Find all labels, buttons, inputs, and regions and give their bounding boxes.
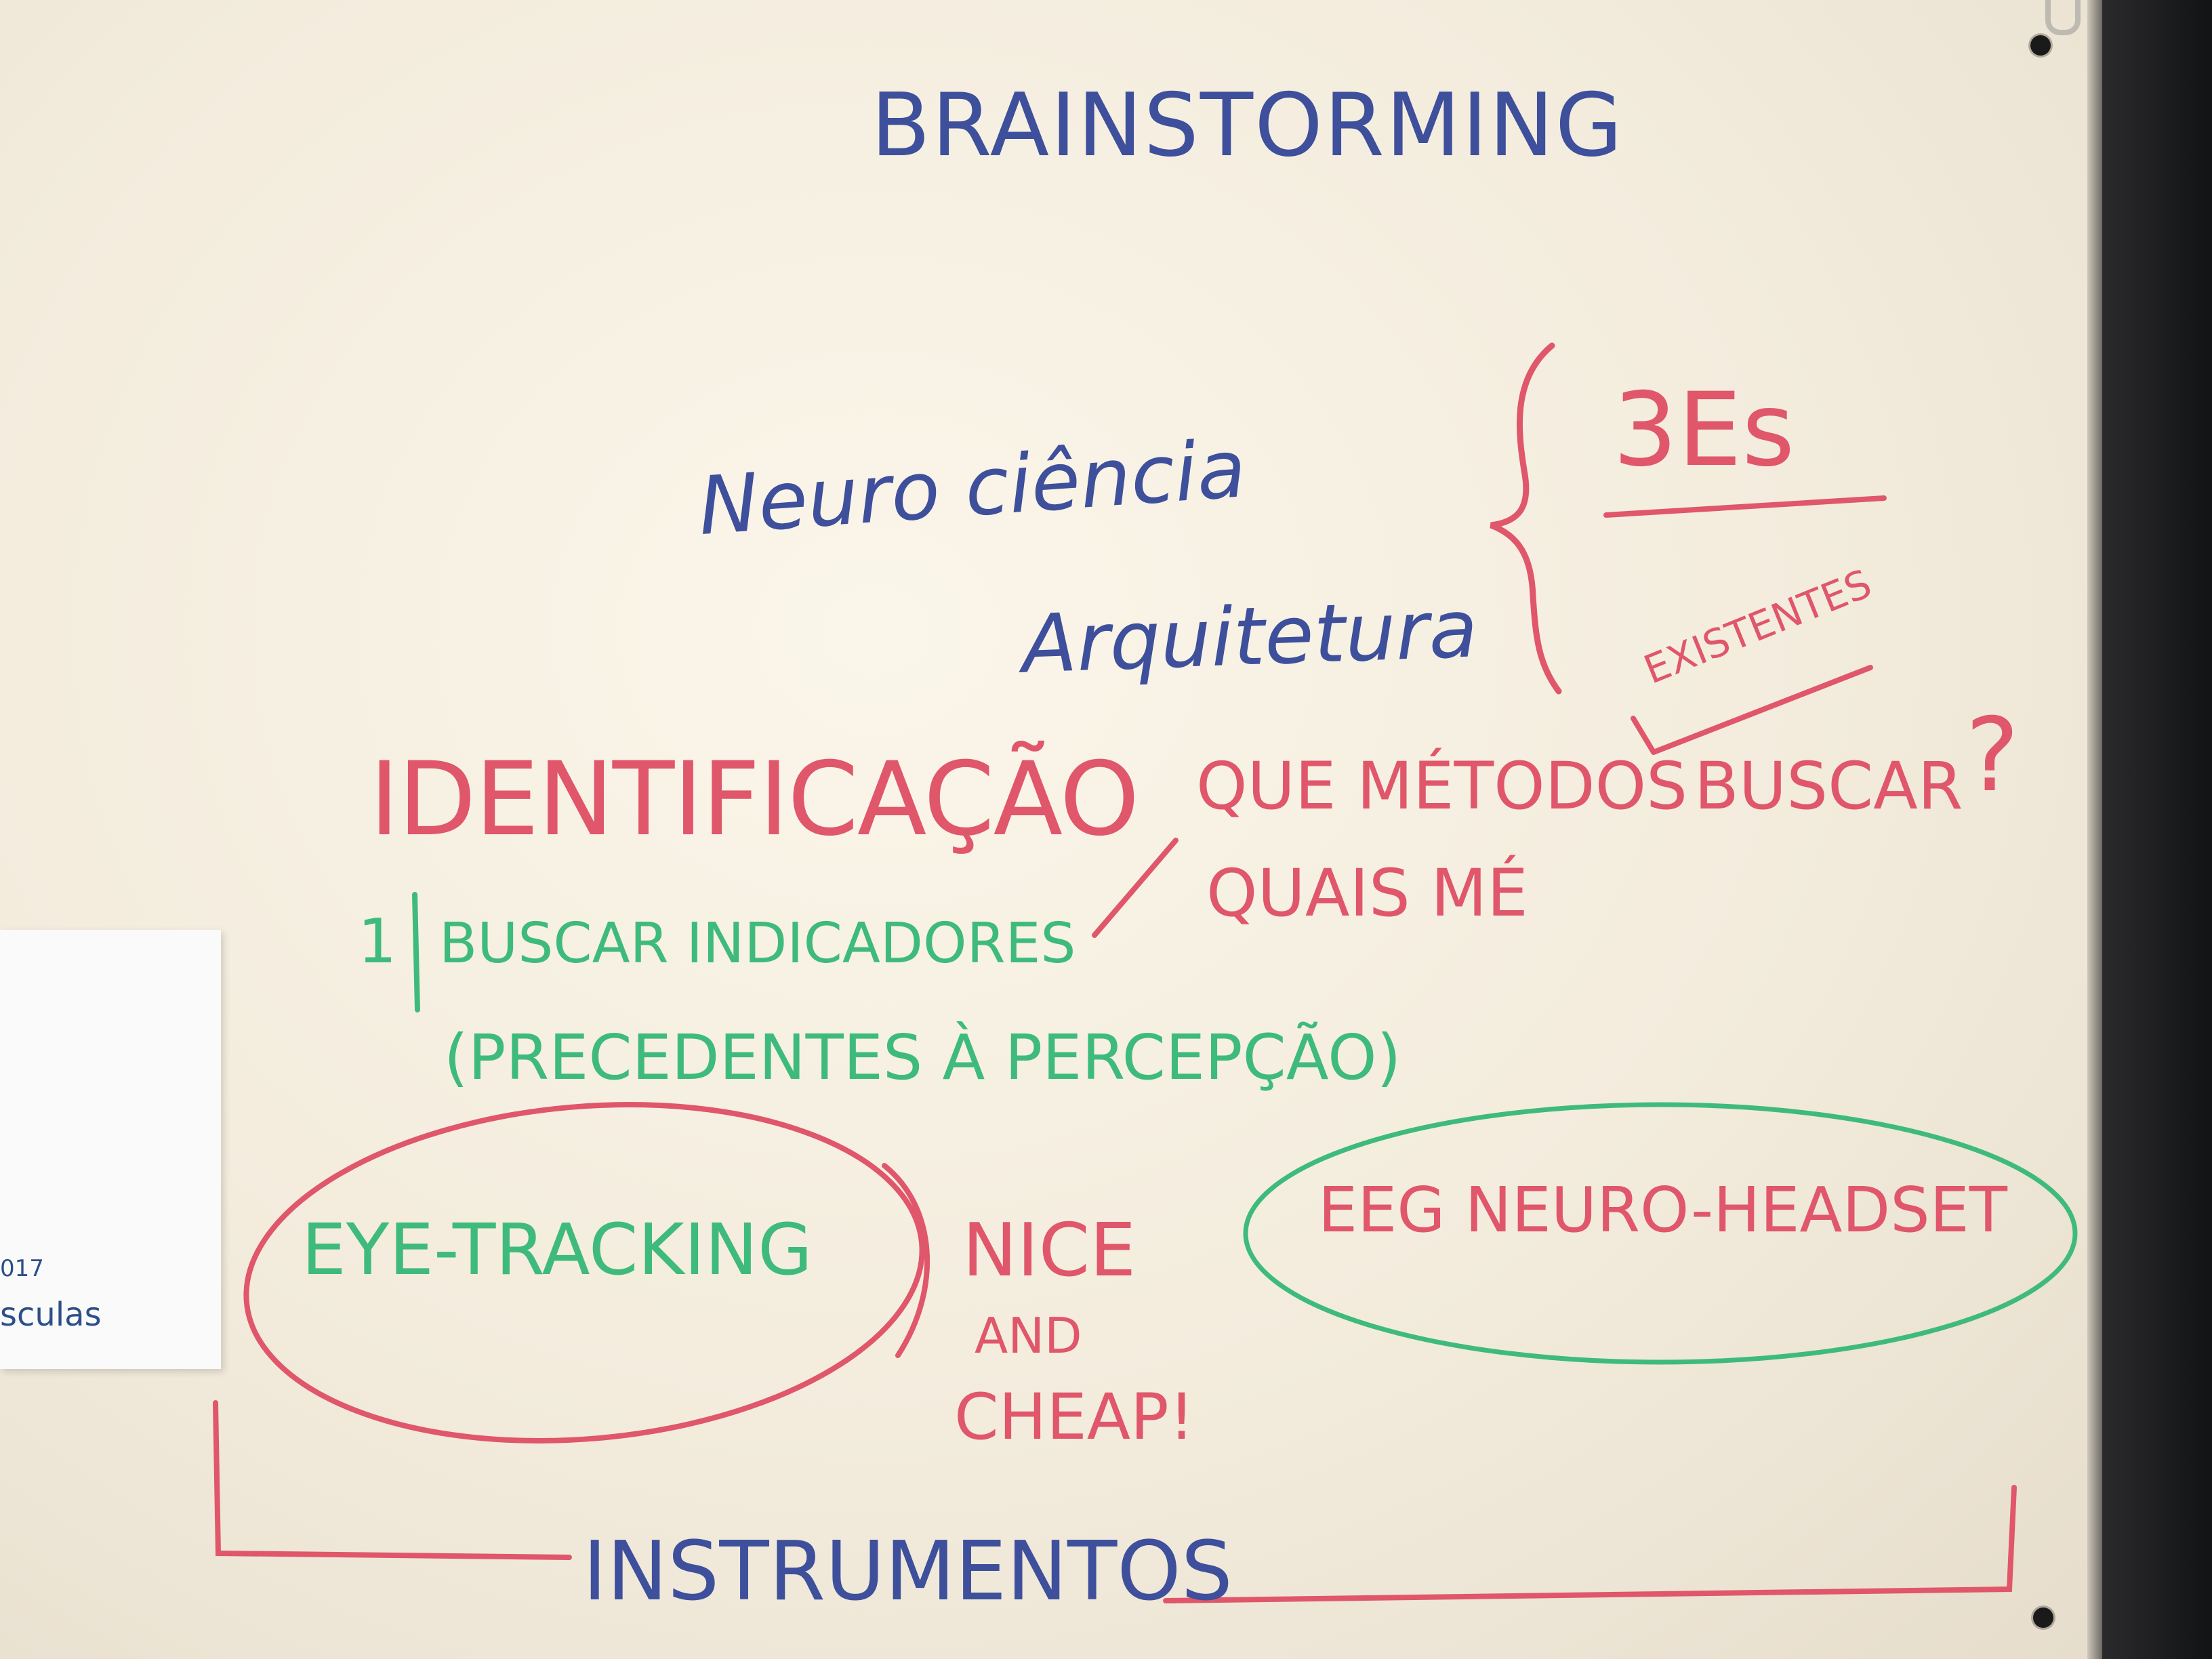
eye-tracking-paren bbox=[882, 1163, 930, 1358]
marker-strokes bbox=[213, 342, 2078, 1603]
eeg-ellipse bbox=[1243, 1102, 2078, 1365]
curly-brace bbox=[1490, 342, 1562, 695]
question-line-2: QUAIS MÉ bbox=[1206, 855, 1528, 931]
nice-line-2: AND bbox=[975, 1307, 1082, 1364]
instrument-eeg-neuro-headset: EEG NEURO-HEADSET bbox=[1318, 1174, 2007, 1246]
question-line-1: QUE MÉTODOS bbox=[1196, 748, 1688, 824]
mounting-bolt-bottom bbox=[2033, 1607, 2053, 1628]
brace-label-underline bbox=[1603, 495, 1887, 518]
indicator-line-2: (PRECEDENTES À PERCEPÇÃO) bbox=[444, 1021, 1401, 1094]
whiteboard bbox=[0, 0, 2087, 1659]
instruments-label: INSTRUMENTOS bbox=[583, 1525, 1233, 1619]
identification-heading: IDENTIFICAÇÃO bbox=[369, 741, 1140, 859]
instruments-bracket-left bbox=[213, 1400, 572, 1560]
paper-note-line-2: sculas bbox=[0, 1296, 102, 1334]
nice-line-3: CHEAP! bbox=[954, 1380, 1195, 1454]
list-number: 1 bbox=[358, 906, 397, 977]
indicator-line-1: BUSCAR INDICADORES bbox=[439, 912, 1076, 976]
existentes-arrow bbox=[1631, 665, 1873, 755]
nice-line-1: NICE bbox=[962, 1208, 1136, 1293]
instrument-eye-tracking: EYE-TRACKING bbox=[302, 1208, 813, 1291]
eye-tracking-ellipse bbox=[243, 1102, 925, 1443]
posted-paper-note: 017 sculas bbox=[0, 930, 221, 1369]
mounting-bolt-top bbox=[2030, 35, 2051, 56]
question-buscar: BUSCAR bbox=[1694, 748, 1963, 824]
paper-note-line-1: 017 bbox=[0, 1255, 44, 1282]
brace-label-3es: 3Es bbox=[1613, 371, 1795, 489]
list-bar bbox=[412, 892, 420, 1012]
topic-arquitetura: Arquitetura bbox=[1020, 581, 1479, 691]
whiteboard-frame-edge bbox=[2087, 0, 2102, 1659]
board-title: BRAINSTORMING bbox=[871, 75, 1624, 176]
magnet-ring bbox=[2045, 0, 2081, 35]
instruments-bracket-right bbox=[1163, 1485, 2017, 1603]
slash-separator bbox=[1092, 838, 1179, 938]
dark-wall bbox=[2102, 0, 2212, 1659]
question-mark: ? bbox=[1965, 697, 2020, 815]
